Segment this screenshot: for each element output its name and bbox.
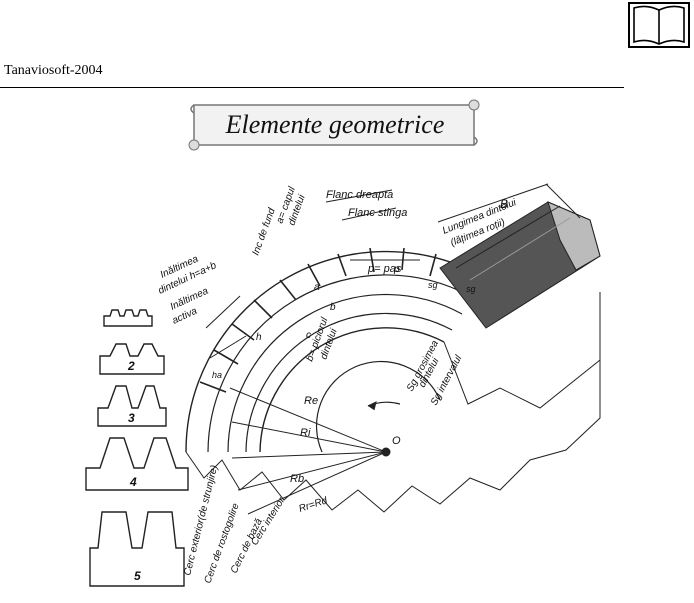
label-h: h xyxy=(256,332,262,343)
label-sg: sg xyxy=(428,280,438,290)
gear-sector xyxy=(185,247,601,515)
label-Ri: Ri xyxy=(300,427,311,439)
tooth-profiles xyxy=(85,309,189,587)
label-ha: ha xyxy=(212,370,222,380)
label-B: B xyxy=(500,197,508,211)
publisher-text: Tanaviosoft-2004 xyxy=(4,63,103,78)
label-a: a xyxy=(314,282,320,293)
label-Rb: Rb xyxy=(290,473,304,485)
label-p: p xyxy=(393,264,400,275)
tooth-profile-label-4: 4 xyxy=(129,475,137,489)
page-title: Elemente geometrice xyxy=(225,110,445,139)
tooth-profile-label-5: 5 xyxy=(134,569,141,583)
tooth-profile-label-2: 2 xyxy=(127,359,135,373)
label-flanc-dreapta: Flanc dreapta xyxy=(326,189,393,201)
label-pas: p= pas xyxy=(367,263,402,275)
label-Rd: Rr=Rd xyxy=(298,495,330,515)
title-scroll-banner xyxy=(188,99,480,151)
label-Re: Re xyxy=(304,395,318,407)
tooth-width-block xyxy=(439,201,601,329)
label-c: c xyxy=(306,330,311,341)
label-center-O: O xyxy=(392,435,401,447)
label-flanc-stinga: Flanc stinga xyxy=(348,207,407,219)
open-book-icon xyxy=(628,2,690,48)
gear-geometry-diagram: Flanc dreapta Flanc stinga a= capul dint… xyxy=(85,183,601,587)
tooth-profile-label-3: 3 xyxy=(128,411,135,425)
label-b: b xyxy=(330,302,336,313)
label-inc-fund: Inc de fund xyxy=(250,206,277,257)
label-sg-2: sg xyxy=(466,284,476,294)
header-divider xyxy=(0,87,624,88)
